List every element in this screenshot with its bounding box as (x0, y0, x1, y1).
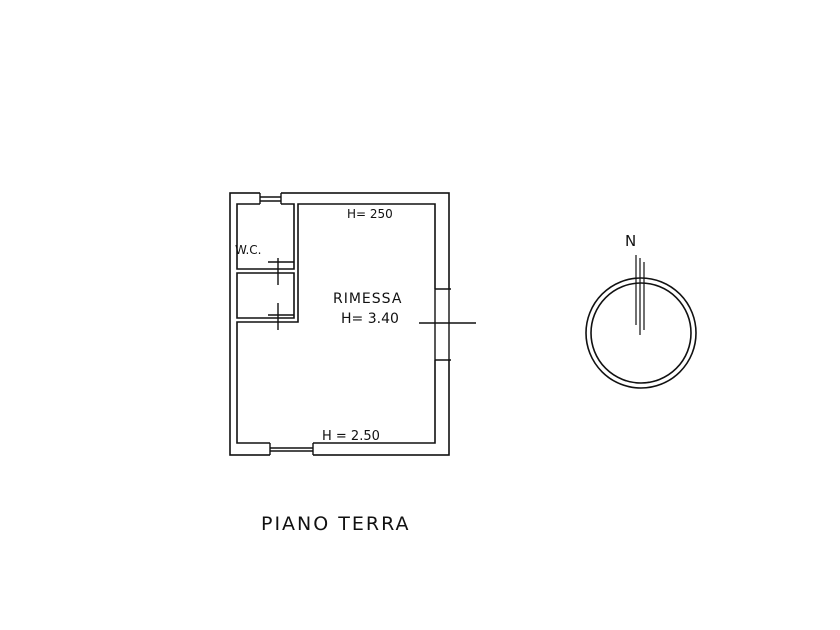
room-label-wc: W.C. (235, 243, 262, 257)
north-label: N (625, 232, 636, 250)
north-compass-icon (585, 255, 697, 389)
wc-door-marks (268, 258, 294, 330)
plan-title: PIANO TERRA (261, 513, 411, 535)
height-label-bottom: H = 2.50 (322, 429, 380, 444)
wc-room (236, 203, 295, 270)
height-label-top: H= 250 (347, 207, 393, 221)
room-height-rimessa: H= 3.40 (341, 311, 399, 327)
room-label-rimessa: RIMESSA (333, 291, 402, 307)
window-top (259, 193, 282, 204)
door-right (419, 288, 476, 361)
rimessa-room (236, 203, 436, 444)
window-bottom (269, 443, 314, 455)
outer-wall (229, 192, 450, 456)
walls (229, 192, 450, 456)
small-room (236, 272, 295, 319)
